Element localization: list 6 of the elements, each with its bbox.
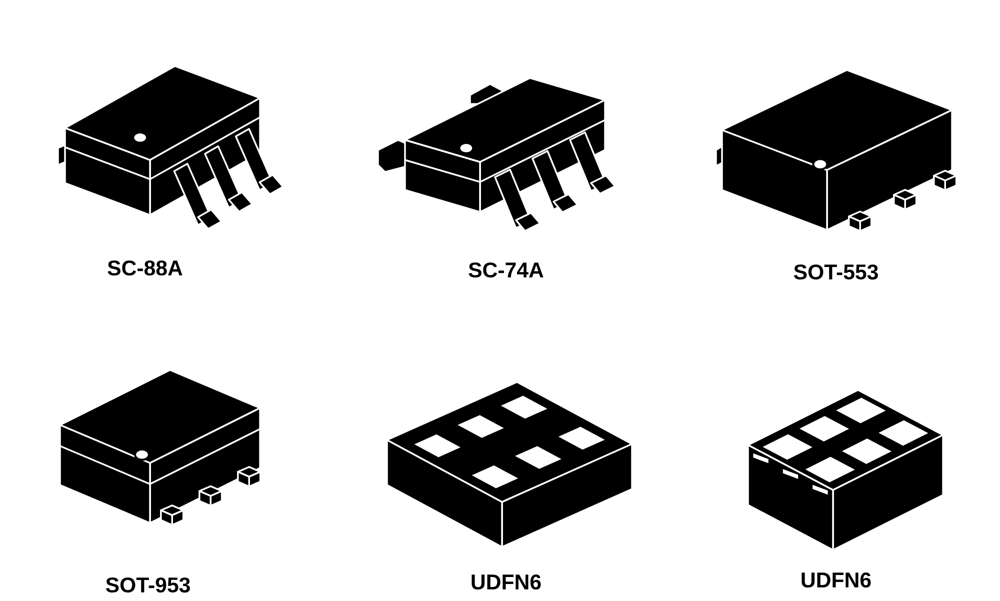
package-label: SC-88A [108,260,182,276]
package-label: UDFN6 [472,574,541,590]
package-label: SC-74A [468,262,544,278]
package-label: UDFN6 [802,572,871,588]
package-label: SOT-953 [106,577,190,593]
package-label: SOT-553 [794,264,878,280]
